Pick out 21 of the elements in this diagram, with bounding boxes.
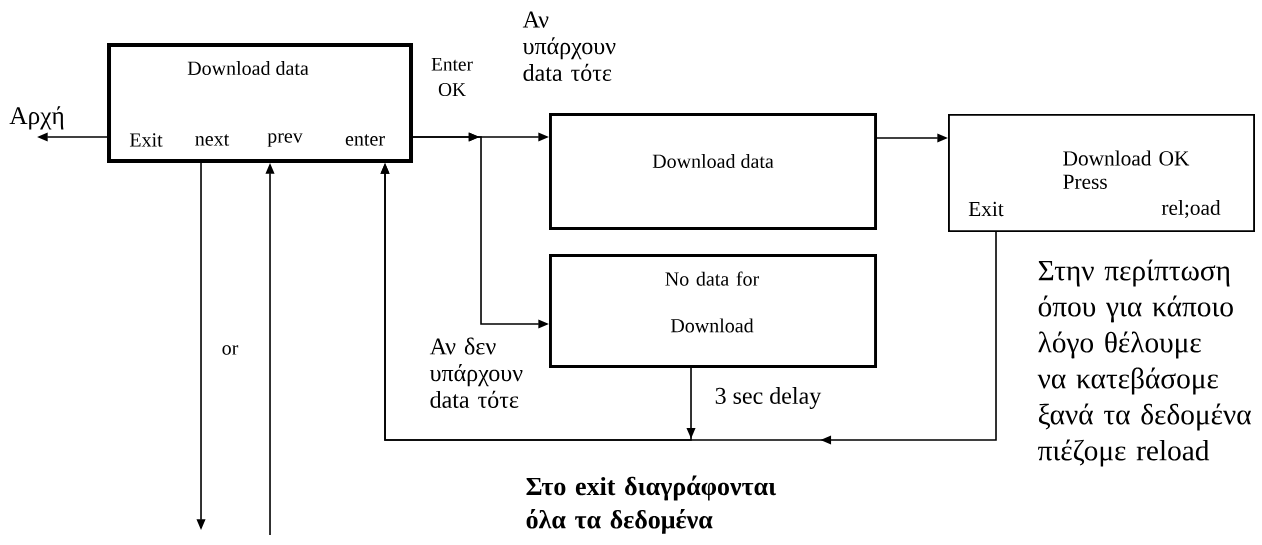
edge-label: 3 sec delay: [715, 387, 822, 409]
screen-text: Exit: [129, 133, 163, 147]
screen-box: [549, 254, 877, 368]
edge-label: Αν υπάρχουν data τότε: [522, 11, 616, 81]
note-text: or: [222, 345, 239, 355]
screen-text: Exit: [968, 201, 1004, 217]
screen-text: next: [195, 134, 230, 146]
screen-box: [107, 43, 413, 163]
screen-text: No data for Download: [665, 271, 760, 333]
screen-text: rel;oad: [1161, 199, 1221, 219]
screen-text: prev: [267, 133, 303, 147]
screen-box: [948, 114, 1255, 232]
note-text: Στην περίπτωση όπου για κάποιο λόγο θέλουμε να κατεβάσομε ξανά τα δεδομένα πιέζομε reload: [1037, 259, 1251, 467]
screen-text: Download data: [652, 153, 774, 168]
terminal-text: Αρχή: [9, 106, 64, 130]
screen-box: [549, 113, 877, 230]
condition-label: Enter OK: [431, 57, 473, 97]
note-text: Στο exit διαγράφονται όλα τα δεδομένα: [526, 475, 777, 534]
screen-text: enter: [345, 134, 385, 146]
edge-label: Αν δεν υπάρχουν data τότε: [429, 337, 523, 408]
screen-text: Download data: [187, 60, 309, 75]
